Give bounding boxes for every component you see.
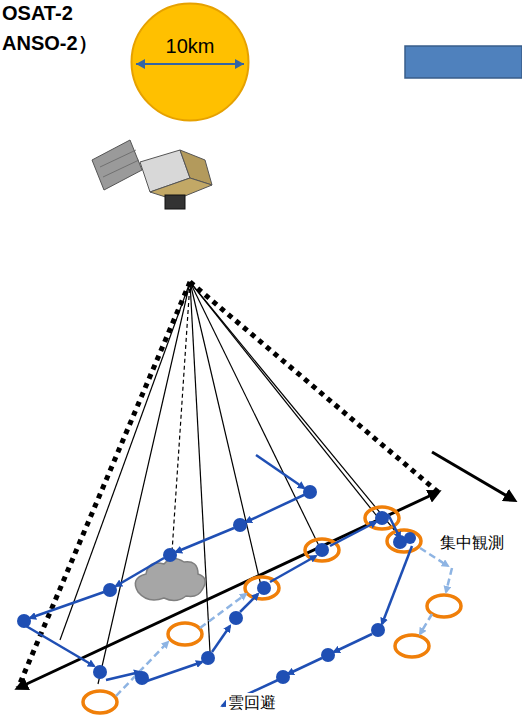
cloud-avoidance-label: 雲回避 — [226, 693, 278, 714]
blue-bar — [405, 46, 522, 78]
circle-outline — [130, 2, 250, 122]
satellite-icon — [92, 140, 212, 209]
focus-observation-label: 集中観測 — [438, 533, 506, 554]
sensor-name: ANSO-2） — [2, 30, 98, 57]
scale-value: 10km — [166, 35, 215, 58]
scale-circle: 10km — [130, 2, 250, 122]
satellite-name: OSAT-2 — [2, 2, 73, 25]
